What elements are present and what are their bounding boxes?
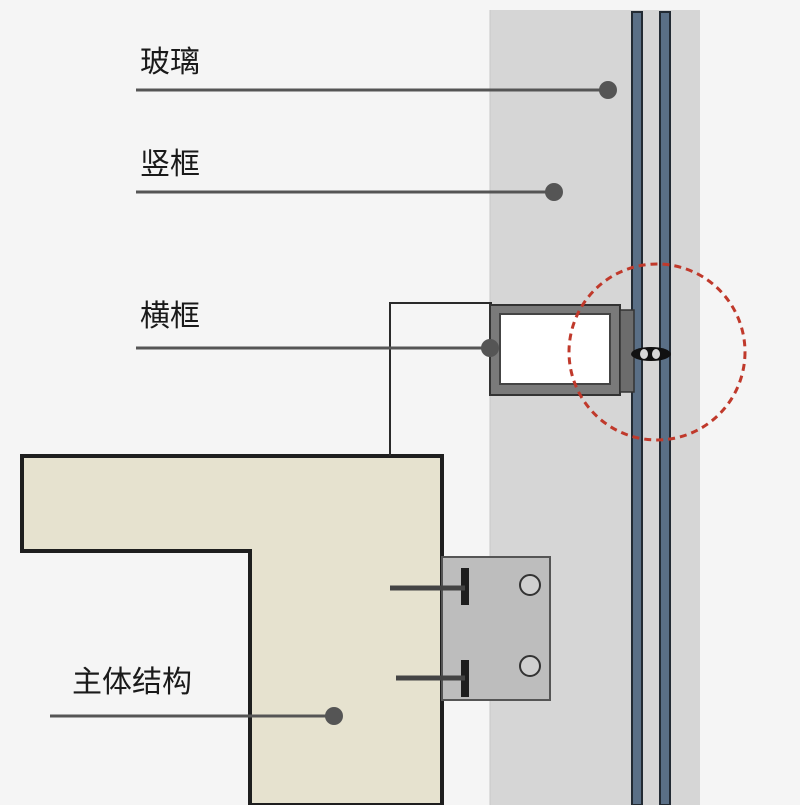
- leader-dot-mullion: [545, 183, 563, 201]
- label-mullion: 竖框: [140, 147, 200, 182]
- gasket-hole-1: [640, 349, 648, 359]
- leader-transom: [136, 339, 499, 357]
- transom-cavity: [499, 313, 611, 385]
- glass-gasket: [631, 347, 671, 361]
- bracket-bolt-hole-1: [519, 574, 541, 596]
- leader-glass: [136, 81, 617, 99]
- leader-dot-main-structure: [325, 707, 343, 725]
- transom-connector: [389, 302, 492, 456]
- leader-mullion: [136, 183, 563, 201]
- glass-panes: [631, 11, 671, 805]
- leader-dot-glass: [599, 81, 617, 99]
- gasket-hole-2: [652, 349, 660, 359]
- glass-pane-outer: [659, 11, 671, 805]
- glass-pane-inner: [631, 11, 643, 805]
- label-transom: 横框: [140, 299, 200, 334]
- leader-main-structure: [50, 707, 343, 725]
- transom-clip: [619, 309, 635, 393]
- leader-dot-transom: [481, 339, 499, 357]
- bracket-bolt-hole-2: [519, 655, 541, 677]
- gasket-seal: [631, 347, 671, 361]
- transom-profile: [489, 304, 635, 396]
- detail-highlight-circle: [567, 262, 747, 442]
- label-main-structure: 主体结构: [72, 665, 192, 700]
- label-glass: 玻璃: [140, 45, 200, 80]
